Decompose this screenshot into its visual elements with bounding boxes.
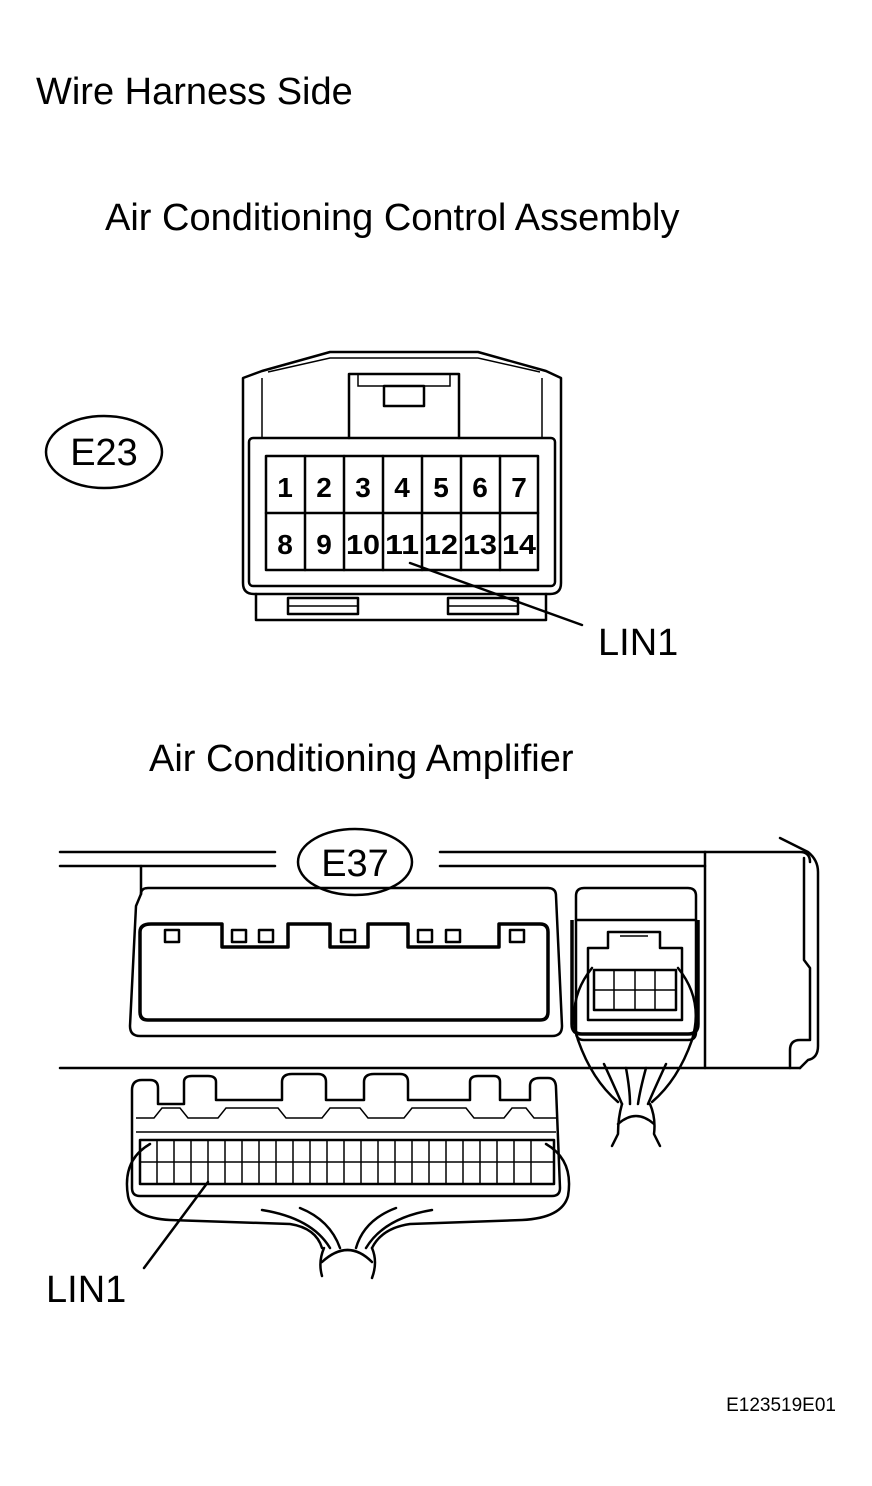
e23-pin-14: 14 xyxy=(502,529,536,560)
e37-lin1-callout: LIN1 xyxy=(46,1269,126,1311)
e23-body xyxy=(241,350,563,596)
figure-code: E123519E01 xyxy=(726,1395,836,1416)
e23-pin-2: 2 xyxy=(316,472,332,503)
e23-lin1-callout: LIN1 xyxy=(598,622,678,664)
e37-code-label: E37 xyxy=(321,843,389,885)
e23-code-label: E23 xyxy=(70,432,138,474)
e23-pin-13: 13 xyxy=(463,529,497,560)
heading: Wire Harness Side xyxy=(36,71,353,113)
e23-connector: E23 1 2 3 4 5 6 7 8 9 10 11 12 13 xyxy=(44,350,678,664)
e37-amplifier: E37 xyxy=(46,827,820,1311)
e23-lin1-leader xyxy=(408,561,584,627)
e23-pin-11: 11 xyxy=(385,529,419,560)
e23-pin-7: 7 xyxy=(511,472,527,503)
e23-pin-12: 12 xyxy=(424,529,458,560)
e37-small-socket xyxy=(574,886,698,1042)
e23-latch xyxy=(347,372,461,440)
e23-code-ellipse xyxy=(44,414,164,490)
e37-socket xyxy=(128,886,564,1038)
e23-pin-3: 3 xyxy=(355,472,371,503)
e23-pin-8: 8 xyxy=(277,529,293,560)
e23-pin-10: 10 xyxy=(346,529,380,560)
e37-lin1-leader xyxy=(142,1180,210,1270)
e37-code-ellipse xyxy=(296,827,414,897)
e23-pin-1: 1 xyxy=(277,472,293,503)
e23-skirt xyxy=(254,592,548,622)
connector-bottom-title: Air Conditioning Amplifier xyxy=(149,738,574,780)
e23-pin-5: 5 xyxy=(433,472,449,503)
e37-plug xyxy=(130,1072,562,1198)
e23-pin-9: 9 xyxy=(316,529,332,560)
e23-pin-6: 6 xyxy=(472,472,488,503)
connector-top-title: Air Conditioning Control Assembly xyxy=(105,197,680,239)
e23-pin-4: 4 xyxy=(394,472,410,503)
